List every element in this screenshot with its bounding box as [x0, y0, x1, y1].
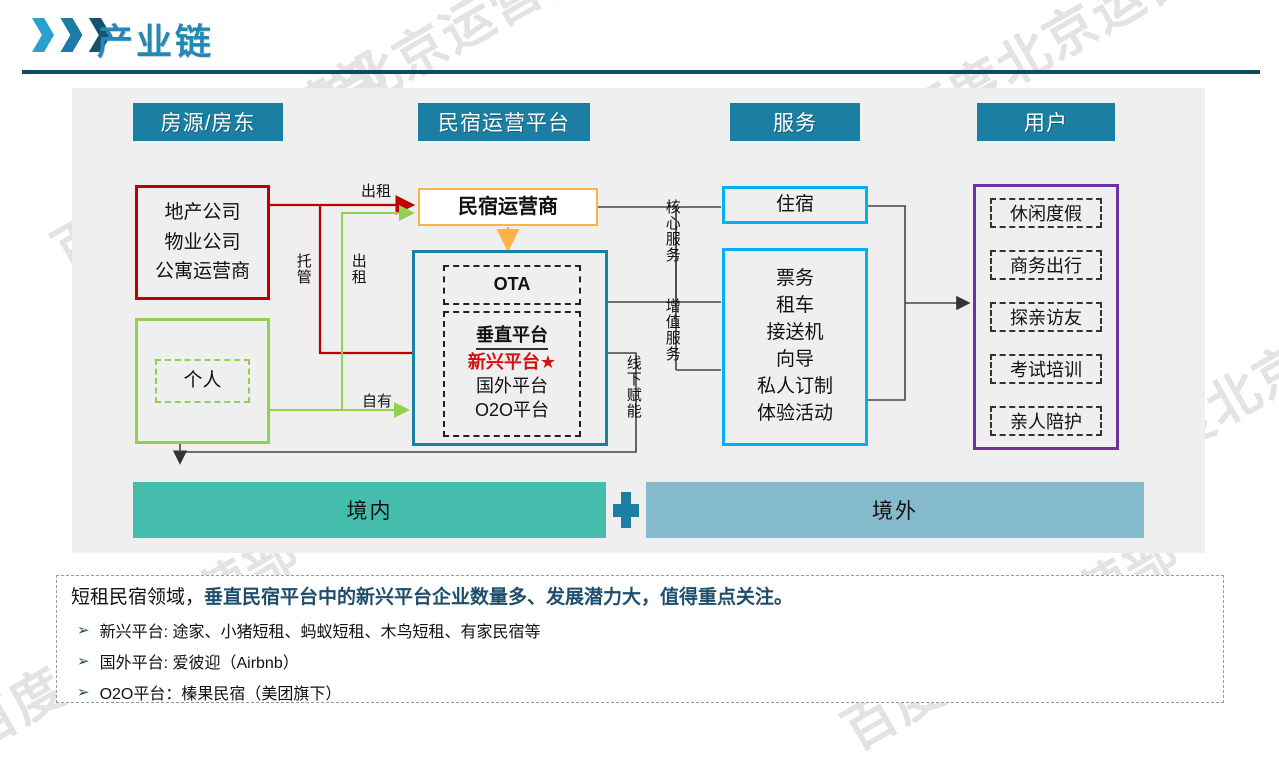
operator-label: 民宿运营商	[458, 195, 558, 218]
page-title: 产业链	[97, 21, 215, 62]
chevron-right-icon	[60, 18, 83, 52]
individual-label: 个人	[183, 370, 222, 392]
emerging-platform-highlight: 新兴平台★	[467, 351, 557, 372]
chevron-bullet-icon: ➢	[77, 621, 90, 639]
individual-box: 个人	[135, 318, 270, 444]
core-service-box: 住宿	[722, 186, 868, 224]
column-header-service: 服务	[730, 103, 860, 141]
overseas-bar: 境外	[646, 482, 1144, 538]
edge-label-self-own: 自有	[362, 393, 393, 410]
column-header-label: 房源/房东	[160, 112, 256, 135]
chevron-right-icon	[32, 18, 54, 52]
vertical-platform-heading: 垂直平台	[476, 325, 548, 350]
value-added-item: 接送机	[766, 322, 824, 344]
summary-headline: 短租民宿领域，垂直民宿平台中的新兴平台企业数量多、发展潜力大，值得重点关注。	[71, 586, 1213, 611]
user-segment-chip: 休闲度假	[990, 198, 1102, 228]
column-header-label: 民宿运营平台	[438, 112, 570, 135]
user-segment-chip: 考试培训	[990, 354, 1102, 384]
plus-icon	[613, 492, 639, 528]
column-header-user: 用户	[977, 103, 1115, 141]
operator-box: 民宿运营商	[418, 188, 598, 226]
platform-box: OTA 垂直平台 新兴平台★ 国外平台 O2O平台	[412, 250, 608, 446]
vertical-platform-item: 国外平台	[476, 376, 548, 397]
value-added-item: 票务	[775, 268, 814, 290]
vertical-platform-item: O2O平台	[474, 400, 549, 421]
user-segment-chip: 商务出行	[990, 250, 1102, 280]
value-added-service-box: 票务 租车 接送机 向导 私人订制 体验活动	[722, 248, 868, 446]
user-segment-chip: 亲人陪护	[990, 406, 1102, 436]
ota-label: OTA	[493, 274, 531, 295]
edge-label-rent-mid: 出租	[349, 253, 367, 285]
note-item-text: 新兴平台: 途家、小猪短租、蚂蚁短租、木鸟短租、有家民宿等	[99, 623, 541, 641]
chevron-bullet-icon: ➢	[77, 683, 90, 701]
column-header-label: 服务	[773, 112, 817, 135]
value-added-item: 向导	[775, 349, 814, 370]
landlord-box: 地产公司 物业公司 公寓运营商	[135, 185, 270, 300]
overseas-label: 境外	[872, 500, 918, 523]
note-item-text: O2O平台：榛果民宿（美团旗下）	[99, 685, 342, 703]
edge-label-core-service: 核心服务	[663, 199, 681, 263]
value-added-item: 租车	[775, 295, 814, 317]
value-added-item: 体验活动	[756, 402, 833, 424]
page-title-bar: 产业链	[0, 0, 1279, 80]
edge-label-rent-top: 出租	[361, 183, 392, 200]
user-box: 休闲度假 商务出行 探亲访友 考试培训 亲人陪护	[973, 184, 1119, 450]
summary-note-box: 短租民宿领域，垂直民宿平台中的新兴平台企业数量多、发展潜力大，值得重点关注。 ➢…	[56, 575, 1224, 703]
individual-inner-box: 个人	[155, 359, 250, 403]
edge-label-offline-empower: 线下赋能	[624, 355, 642, 419]
note-item-text: 国外平台: 爱彼迎（Airbnb）	[99, 654, 299, 672]
landlord-line: 物业公司	[164, 231, 241, 253]
edge-label-value-service: 增值服务	[663, 298, 681, 362]
headline-plain: 短租民宿领域，	[71, 587, 205, 608]
note-list-item: ➢ O2O平台：榛果民宿（美团旗下）	[71, 680, 1213, 704]
headline-bold: 垂直民宿平台中的新兴平台企业数量多、发展潜力大，值得重点关注。	[204, 587, 794, 608]
chevron-icon-group	[32, 18, 113, 52]
value-added-item: 私人订制	[756, 375, 833, 397]
title-divider	[22, 70, 1260, 74]
ota-box: OTA	[443, 265, 581, 305]
domestic-bar: 境内	[133, 482, 606, 538]
domestic-label: 境内	[346, 500, 393, 523]
column-header-platform: 民宿运营平台	[418, 103, 590, 141]
note-list-item: ➢ 国外平台: 爱彼迎（Airbnb）	[71, 649, 1213, 673]
column-header-label: 用户	[1024, 112, 1068, 135]
edge-label-trust: 托管	[294, 253, 312, 285]
chevron-right-icon	[88, 18, 111, 52]
user-segment-chip: 探亲访友	[990, 302, 1102, 332]
chevron-bullet-icon: ➢	[77, 652, 90, 670]
core-service-label: 住宿	[775, 194, 814, 216]
landlord-line: 公寓运营商	[154, 261, 250, 283]
note-list-item: ➢ 新兴平台: 途家、小猪短租、蚂蚁短租、木鸟短租、有家民宿等	[71, 618, 1213, 642]
landlord-line: 地产公司	[164, 202, 241, 224]
star-icon: ★	[539, 351, 557, 372]
plus-horizontal	[613, 504, 639, 517]
column-header-supply: 房源/房东	[133, 103, 283, 141]
vertical-platform-box: 垂直平台 新兴平台★ 国外平台 O2O平台	[443, 311, 581, 437]
